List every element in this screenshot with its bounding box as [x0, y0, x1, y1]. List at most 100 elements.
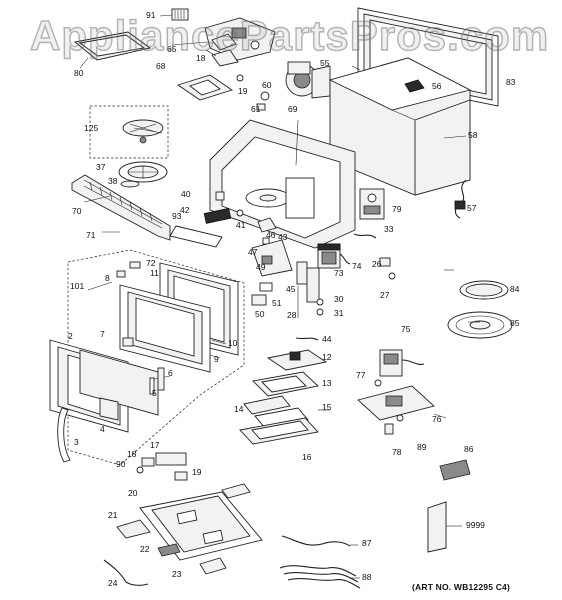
callout-4: 4 — [100, 424, 105, 434]
callout-33: 33 — [384, 224, 394, 234]
part-65-control-bracket — [204, 17, 276, 61]
part-91-vent-grille — [171, 8, 189, 21]
part-89-part — [396, 414, 404, 422]
part-29-latch — [306, 267, 320, 303]
callout-40: 40 — [181, 189, 191, 199]
part-4-handle-base — [99, 397, 119, 421]
part-10-part — [211, 339, 227, 345]
part-38-coupler — [120, 180, 140, 188]
callout-37: 37 — [96, 162, 106, 172]
part-68-bracket-plate — [176, 74, 234, 101]
part-78-part — [384, 423, 394, 435]
part-75-magnetron — [379, 349, 425, 377]
part-16-part — [239, 417, 319, 445]
part-door-frame — [119, 284, 211, 373]
art-number: (ART NO. WB12295 C4) — [412, 582, 510, 592]
part-72-part — [129, 261, 141, 269]
part-door-window — [79, 349, 159, 416]
part-84-roller-ring — [459, 280, 509, 300]
callout-70: 70 — [72, 206, 82, 216]
callout-56: 56 — [432, 81, 442, 91]
part-87-wire-harness — [281, 535, 351, 547]
callout-51: 51 — [272, 298, 282, 308]
callout-13: 13 — [322, 378, 332, 388]
part-13-control-board — [252, 371, 319, 397]
callout-72: 72 — [146, 258, 156, 268]
callout-42: 42 — [180, 205, 190, 215]
part-58-outer-case — [328, 57, 472, 196]
part-45-interlock — [296, 261, 308, 285]
part-51-part — [259, 282, 273, 292]
part-80-filter-panel — [73, 31, 152, 61]
part-93-label — [169, 225, 223, 248]
callout-71: 71 — [86, 230, 96, 240]
callout-21: 21 — [108, 510, 118, 520]
callout-84: 84 — [510, 284, 520, 294]
part-3-door-handle — [57, 407, 71, 463]
callout-27: 27 — [380, 290, 390, 300]
callout-86: 86 — [464, 444, 474, 454]
part-31-part — [316, 308, 324, 316]
part-21-filter — [116, 519, 151, 539]
callout-9: 9 — [214, 354, 219, 364]
callout-91: 91 — [146, 10, 156, 20]
part-42-control-pcb — [203, 207, 232, 224]
callout-14: 14 — [234, 404, 244, 414]
part-125-turntable-support — [122, 119, 164, 144]
part-37-roller-ring — [118, 161, 168, 183]
callout-6: 6 — [168, 368, 173, 378]
part-56-part — [404, 79, 425, 93]
callout-49: 49 — [256, 262, 266, 272]
part-60-part — [260, 91, 270, 101]
part-19-screw — [236, 74, 244, 82]
part-101-door-group-box — [67, 249, 245, 466]
callout-89: 89 — [417, 442, 427, 452]
callout-85: 85 — [510, 318, 520, 328]
part-23-part — [199, 557, 227, 575]
callout-30: 30 — [334, 294, 344, 304]
part-9-part — [209, 354, 221, 359]
blower-motor — [285, 61, 331, 99]
callout-26: 26 — [372, 259, 382, 269]
callout-5: 5 — [152, 388, 157, 398]
part-125-group-box — [89, 105, 169, 159]
callout-47: 47 — [248, 247, 258, 257]
callout-28: 28 — [287, 310, 297, 320]
callout-18: 18 — [127, 449, 137, 459]
callout-78: 78 — [392, 447, 402, 457]
part-18-part — [141, 457, 155, 467]
callout-24: 24 — [108, 578, 118, 588]
part-19b-lamp — [221, 483, 251, 499]
part-12-control-board — [266, 349, 328, 371]
callout-73: 73 — [334, 268, 344, 278]
callout-79: 79 — [392, 204, 402, 214]
part-43-part — [257, 217, 277, 233]
callout-75: 75 — [401, 324, 411, 334]
part-8-part — [116, 270, 126, 278]
part-24-wire — [103, 559, 149, 586]
part-86-part — [439, 459, 471, 481]
callout-88: 88 — [362, 572, 372, 582]
callout-61: 61 — [251, 104, 261, 114]
callout-23: 23 — [172, 569, 182, 579]
callout-10: 10 — [228, 338, 238, 348]
part-69-oven-cavity — [209, 119, 356, 249]
callout-80: 80 — [74, 68, 84, 78]
part-70-vent-grille — [71, 174, 171, 241]
part-17-light-housing — [155, 452, 187, 466]
part-57-power-cord — [454, 179, 467, 219]
callout-58: 58 — [468, 130, 478, 140]
callout-101: 101 — [70, 281, 84, 291]
callout-3: 3 — [74, 437, 79, 447]
part-41-part — [236, 209, 244, 217]
callout-69: 69 — [288, 104, 298, 114]
part-30-part — [316, 298, 324, 306]
callout-18: 18 — [196, 53, 206, 63]
callout-31: 31 — [334, 308, 344, 318]
callout-11: 11 — [150, 268, 159, 278]
part-18-small-bracket — [211, 49, 239, 67]
part-76-base-plate — [357, 385, 435, 421]
part-49-door-switch — [251, 239, 293, 277]
